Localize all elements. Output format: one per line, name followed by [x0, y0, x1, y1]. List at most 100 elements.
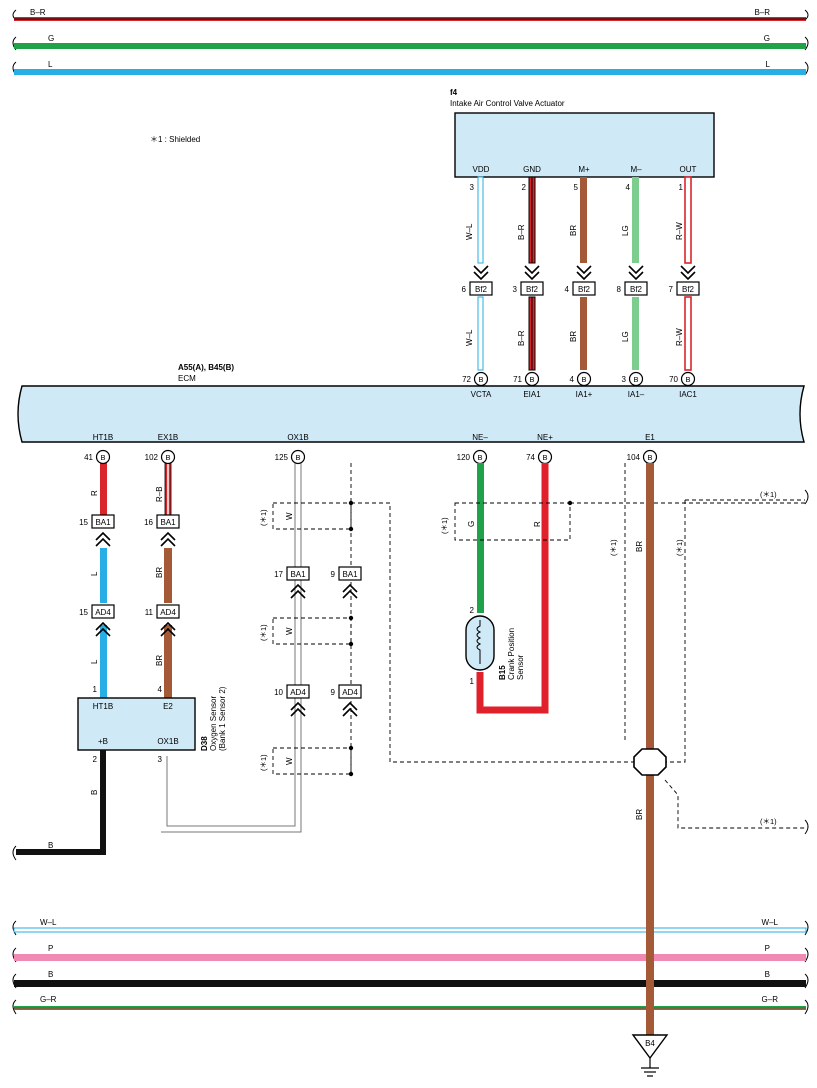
crank-sensor-name: Crank Position: [507, 628, 516, 680]
shield-star: (＊1): [760, 490, 777, 499]
wire-ex1b-br2: [164, 625, 172, 698]
sensor-terminal: OX1B: [157, 737, 178, 746]
top-wire-label-left: G: [48, 34, 54, 43]
wire-color-label: G: [467, 521, 476, 527]
ecm-pin: [473, 371, 489, 387]
connector-bf2: [520, 281, 544, 296]
wire-out: [684, 176, 692, 371]
chevron-icon: [290, 583, 358, 717]
oxygen-sensor-box: [77, 697, 196, 751]
shield-box: [454, 502, 571, 541]
ecm-pin-letter: B: [542, 453, 547, 462]
sensor-terminal: E2: [163, 702, 173, 711]
ecm-pin: [576, 371, 592, 387]
ecm-pin-letter: B: [295, 453, 300, 462]
wire-color-label: W–L: [465, 329, 474, 346]
wire-color-label: LG: [621, 225, 630, 236]
oxygen-sensor-code: D38: [200, 736, 209, 751]
connector-ba1: [286, 566, 310, 581]
wire-color-label: BR: [569, 225, 578, 236]
top-wire-label-left: B–R: [30, 8, 46, 17]
ecm-pin-num: 74: [526, 453, 535, 462]
shield-star: (＊1): [259, 754, 268, 771]
bottom-wire-w-l: W–L W–L: [12, 918, 809, 936]
wire-ox1b: [161, 463, 302, 833]
connector-label: Bf2: [630, 285, 643, 294]
ecm-terminal: EX1B: [158, 433, 178, 442]
actuator-pin-name: VDD: [473, 165, 490, 174]
actuator-pin-num: 4: [626, 183, 631, 192]
ecm-pin-num: 72: [462, 375, 471, 384]
ecm-terminal: VCTA: [471, 390, 492, 399]
crank-sensor-body: [465, 615, 495, 671]
wire-color-label: R–W: [675, 222, 684, 240]
connector-pin: 4: [565, 285, 570, 294]
shield-star: (＊1): [440, 517, 449, 534]
connector-pin: 15: [79, 518, 88, 527]
connector-pin: 6: [462, 285, 467, 294]
connector-pin: 8: [617, 285, 622, 294]
connector-bf2: [624, 281, 648, 296]
wire-color-label: B: [48, 841, 53, 850]
connector-label: BA1: [342, 570, 358, 579]
top-wire-label-right: G: [764, 34, 770, 43]
ecm-terminal: E1: [645, 433, 655, 442]
svg-text:G–R: G–R: [762, 995, 779, 1004]
connector-label: Bf2: [475, 285, 488, 294]
wire-ht1b-r: [100, 463, 107, 515]
wire-color-label: B–R: [517, 330, 526, 346]
wire-color-label: W–L: [465, 223, 474, 240]
actuator-pin-num: 1: [679, 183, 684, 192]
wire-color-label: B: [90, 790, 99, 795]
connector-label: BA1: [95, 518, 111, 527]
shield-star: (＊1): [259, 509, 268, 526]
wire-m-plus: [580, 177, 587, 370]
top-wire-l: L L: [12, 60, 809, 76]
wire-m-minus: [632, 177, 639, 370]
ecm-pin-num: 3: [622, 375, 627, 384]
connector-label: AD4: [95, 608, 111, 617]
ecm-terminal: NE+: [537, 433, 553, 442]
actuator-pin-name: M+: [578, 165, 590, 174]
svg-text:P: P: [765, 944, 770, 953]
top-wire-b-r: B–R B–R: [12, 8, 809, 21]
chevron-icon: [95, 531, 176, 637]
shield-star: (＊1): [609, 539, 618, 556]
ecm-pin-num: 104: [627, 453, 641, 462]
wire-vdd: [477, 176, 484, 371]
connector-label: Bf2: [682, 285, 695, 294]
wire-color-label: R–B: [155, 486, 164, 502]
top-wire-label-left: L: [48, 60, 53, 69]
connector-ad4: [91, 604, 115, 619]
ecm-pin: [290, 449, 306, 465]
actuator-name: Intake Air Control Valve Actuator: [450, 99, 565, 108]
ecm-pin: [95, 449, 111, 465]
connector-ad4: [286, 684, 310, 699]
shield-star: (＊1): [259, 624, 268, 641]
sensor-pin: 1: [470, 677, 475, 686]
ground-icon: [631, 1034, 669, 1077]
bottom-wire-p: P P: [12, 944, 809, 963]
chevron-icon: [473, 265, 696, 281]
svg-text:W–L: W–L: [40, 918, 57, 927]
ecm-terminal: IAC1: [679, 390, 697, 399]
connector-pin: 9: [331, 570, 336, 579]
crank-sensor-sub: Sensor: [516, 654, 525, 680]
connector-bf2: [572, 281, 596, 296]
bottom-wire-b: B B: [12, 970, 809, 989]
wire-color-label: W: [285, 757, 294, 765]
ecm-pin-num: 125: [275, 453, 289, 462]
connector-ba1: [156, 514, 180, 529]
connector-label: BA1: [160, 518, 176, 527]
shield-star: (＊1): [760, 817, 777, 826]
ecm-terminal: EIA1: [523, 390, 541, 399]
ecm-pin-letter: B: [100, 453, 105, 462]
sensor-pin: 1: [93, 685, 98, 694]
connector-pin: 11: [145, 608, 154, 617]
connector-pin: 17: [274, 570, 283, 579]
ecm-name: ECM: [178, 374, 196, 383]
connector-label: AD4: [160, 608, 176, 617]
shield-star: (＊1): [675, 539, 684, 556]
ecm-pin-letter: B: [581, 375, 586, 384]
ecm-pin-num: 70: [669, 375, 678, 384]
